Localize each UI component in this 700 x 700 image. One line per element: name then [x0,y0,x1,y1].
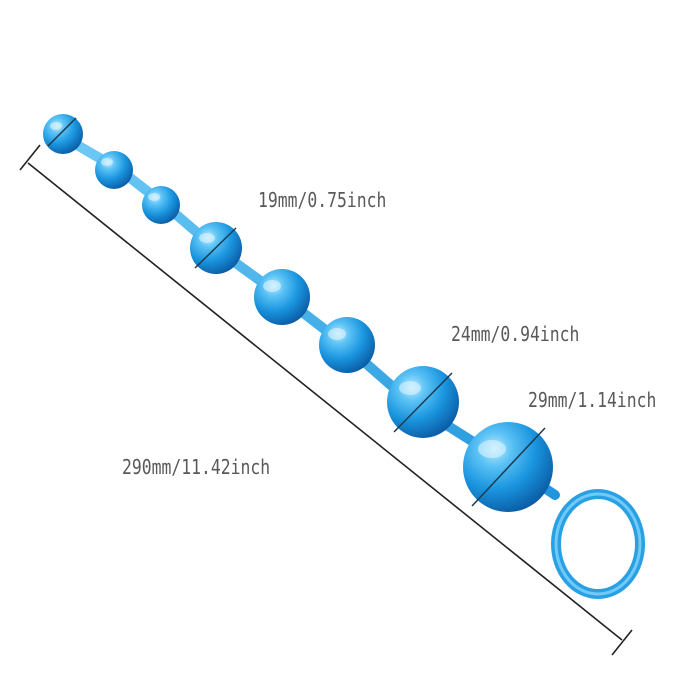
bead-1 [43,114,83,154]
bead-5 [254,269,310,325]
diameter-markers [47,117,546,507]
bead-2 [95,151,133,189]
large-bead-diameter-label: 29mm/1.14inch [528,388,657,412]
small-bead-diameter-label: 19mm/0.75inch [258,188,387,212]
bead-highlights [50,122,506,458]
total-length-label: 290mm/11.42inch [122,455,271,479]
bead-3 [142,186,180,224]
length-dimension-line [19,144,633,656]
bead-6 [319,317,375,373]
medium-bead-diameter-label: 24mm/0.94inch [451,322,580,346]
